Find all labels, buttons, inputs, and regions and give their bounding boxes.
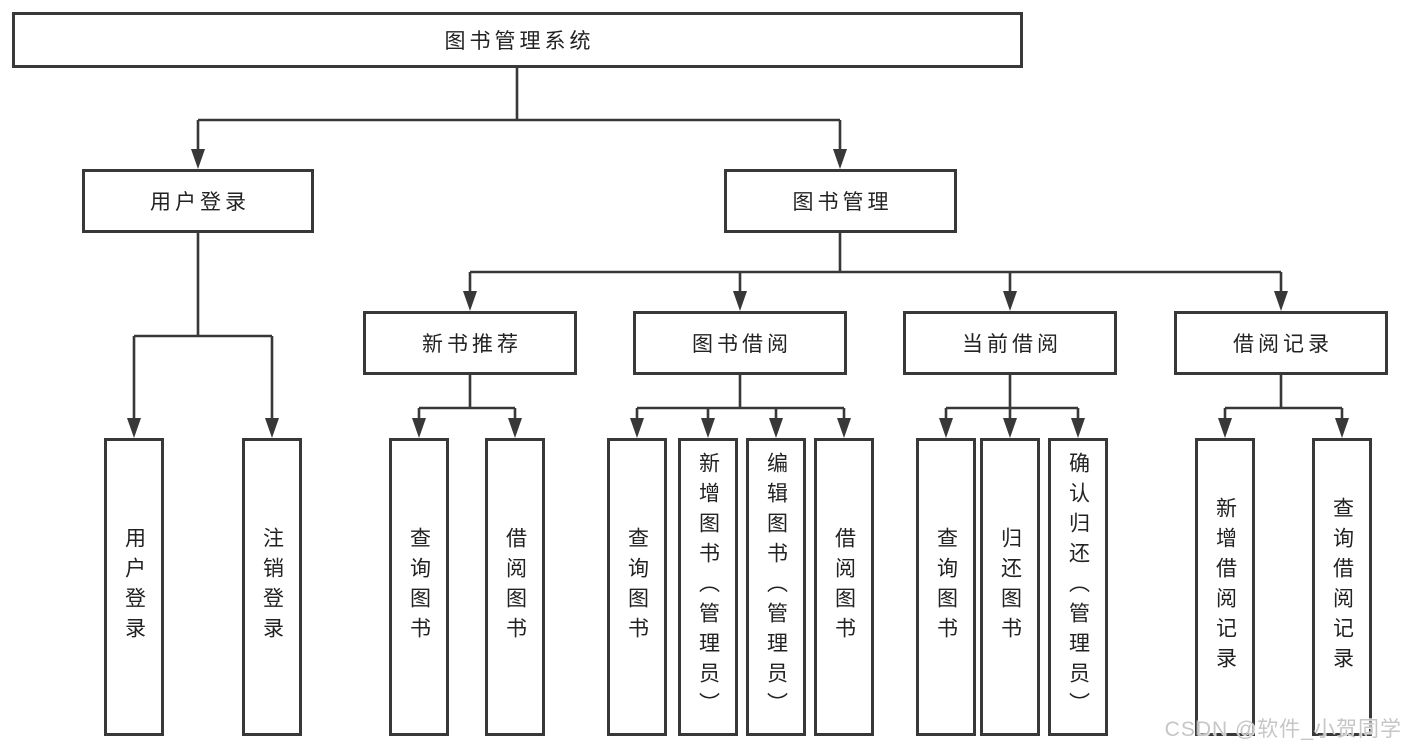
node-borrow-record: 借阅记录 <box>1174 311 1388 375</box>
leaf-borrow-edit-books-admin: 编辑图书（管理员） <box>746 438 806 736</box>
leaf-borrow-query-books: 查询图书 <box>607 438 667 736</box>
leaf-borrow-add-books-admin: 新增图书（管理员） <box>678 438 738 736</box>
leaf-newbook-borrow-books: 借阅图书 <box>485 438 545 736</box>
leaf-borrow-borrow-books: 借阅图书 <box>814 438 874 736</box>
leaf-current-confirm-return-admin: 确认归还（管理员） <box>1048 438 1108 736</box>
node-root-system: 图书管理系统 <box>12 12 1023 68</box>
leaf-user-login: 用户登录 <box>104 438 164 736</box>
leaf-current-return-books: 归还图书 <box>980 438 1040 736</box>
leaf-newbook-query-books: 查询图书 <box>389 438 449 736</box>
leaf-current-query-books: 查询图书 <box>916 438 976 736</box>
leaf-record-add-record: 新增借阅记录 <box>1195 438 1255 736</box>
arrowhead-icons <box>127 149 1349 438</box>
node-new-book-recommend: 新书推荐 <box>363 311 577 375</box>
node-book-borrow: 图书借阅 <box>633 311 847 375</box>
leaf-logout: 注销登录 <box>242 438 302 736</box>
csdn-watermark: CSDN @软件_小贺同学 <box>1164 718 1402 741</box>
node-book-management-branch: 图书管理 <box>724 169 957 233</box>
node-current-borrow: 当前借阅 <box>903 311 1117 375</box>
leaf-record-query-record: 查询借阅记录 <box>1312 438 1372 736</box>
node-user-login-branch: 用户登录 <box>82 169 314 233</box>
